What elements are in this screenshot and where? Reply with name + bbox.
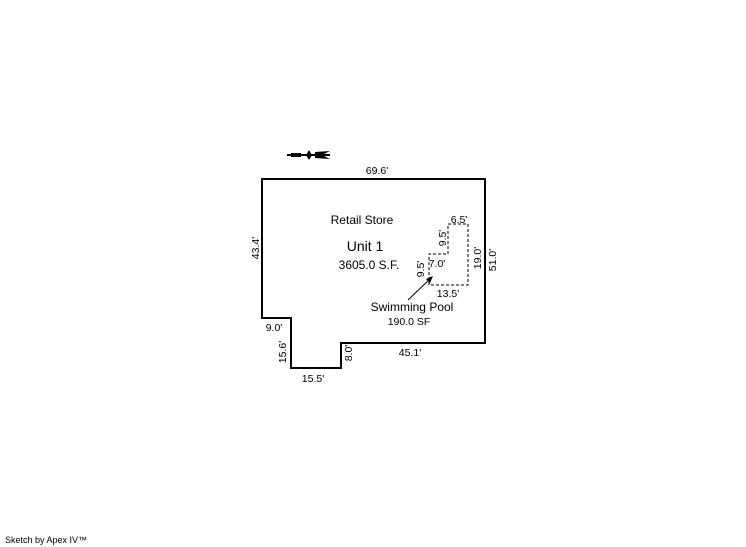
pool-outline — [428, 223, 469, 286]
dim-bottom-right: 45.1' — [399, 347, 421, 359]
pool-name: Swimming Pool — [371, 300, 454, 314]
pool-dim-bottom: 13.5' — [437, 288, 459, 300]
dim-notch-step: 8.0' — [343, 345, 355, 362]
pool-area: 190.0 SF — [388, 316, 431, 328]
dim-top: 69.6' — [366, 165, 388, 177]
dim-notch-bottom: 15.5' — [302, 373, 324, 385]
pool-dim-step: 7.0' — [429, 258, 446, 270]
north-arrow-icon — [287, 150, 330, 160]
pool-dim-top: 6.5' — [451, 214, 468, 226]
area-size: 3605.0 S.F. — [339, 258, 400, 272]
dim-right: 51.0' — [487, 249, 499, 271]
area-name: Retail Store — [331, 213, 394, 227]
dim-notch-left: 15.6' — [277, 341, 289, 363]
pool-dim-lower-left: 9.5' — [415, 261, 427, 278]
pool-pointer-arrow — [407, 276, 433, 301]
building-outline — [261, 178, 486, 369]
sketch-credit: Sketch by Apex IV™ — [5, 535, 88, 545]
dim-notch-top: 9.0' — [266, 322, 283, 334]
pool-dim-upper-left: 9.5' — [437, 230, 449, 247]
pool-dim-right: 19.0' — [472, 247, 484, 269]
dim-left: 43.4' — [250, 237, 262, 259]
unit-name: Unit 1 — [347, 238, 384, 254]
